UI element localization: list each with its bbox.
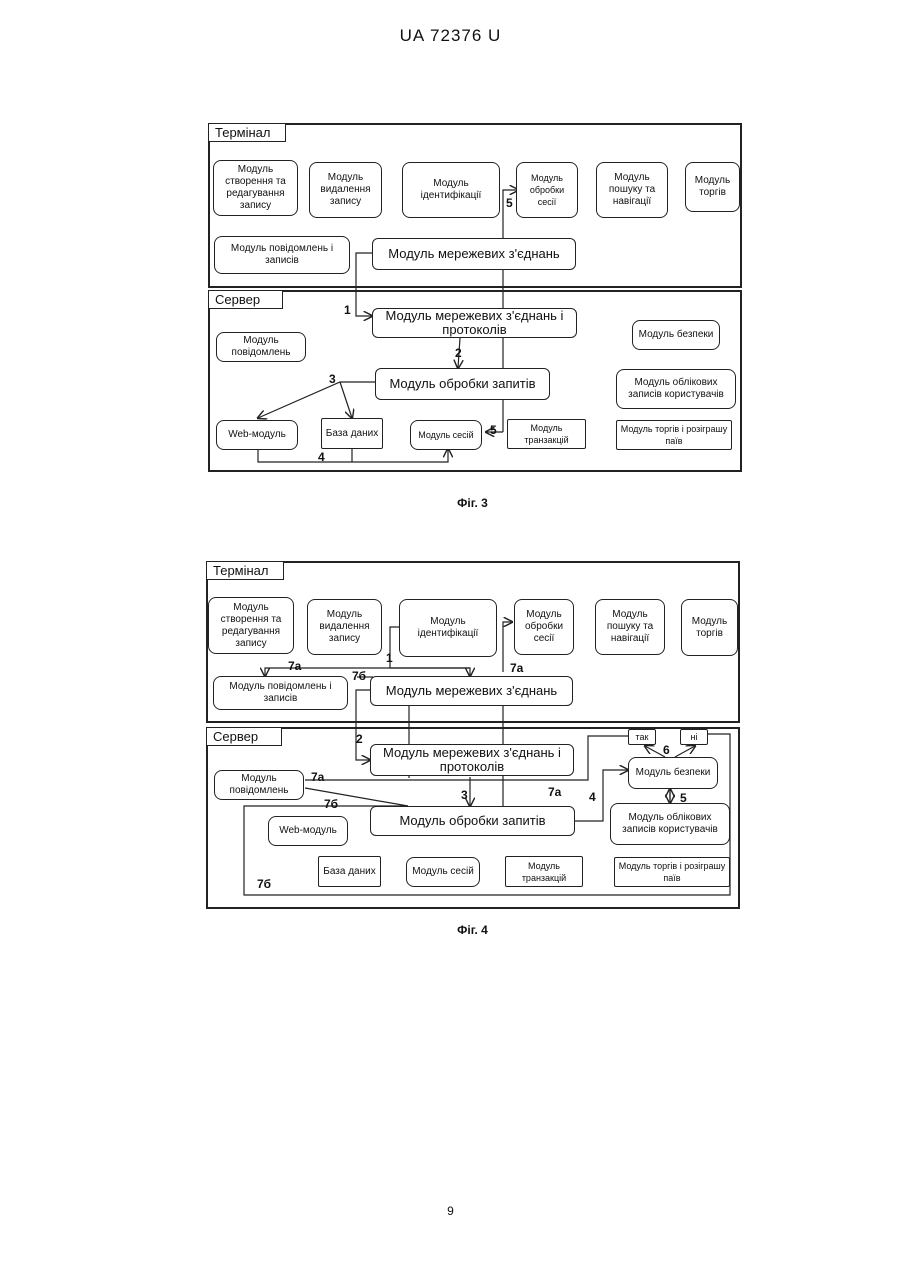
terminal-title: Термінал [208,123,286,142]
search-navigation-module: Модуль пошуку та навігації [595,599,665,655]
terminal-title: Термінал [206,561,284,580]
messages-records-module: Модуль повідомлень і записів [214,236,350,274]
server-title: Сервер [206,727,282,746]
network-protocols-module: Модуль мережевих з'єднань і протоколів [370,744,574,776]
delete-module: Модуль видалення запису [309,162,382,218]
web-module: Web-модуль [216,420,298,450]
security-module: Модуль безпеки [628,757,718,789]
no-box: ні [680,729,708,745]
label-2: 2 [356,732,363,746]
session-processing-module: Модуль обробки сесії [514,599,574,655]
identification-module: Модуль ідентифікації [399,599,497,657]
trades-lottery-module: Модуль торгів і розіграшу паїв [616,420,732,450]
label-3: 3 [329,372,336,386]
transactions-module: Модуль транзакцій [505,856,583,887]
label-1: 1 [344,303,351,317]
trades-module: Модуль торгів [685,162,740,212]
delete-module: Модуль видалення запису [307,599,382,655]
label-5: 5 [680,791,687,805]
search-navigation-module: Модуль пошуку та навігації [596,162,668,218]
user-accounts-module: Модуль облікових записів користувачів [610,803,730,845]
label-7b-bottom: 7б [257,877,271,891]
label-5-top: 5 [506,196,513,210]
label-7a-left: 7а [288,659,301,673]
label-5-bottom: 5 [490,423,497,437]
label-4: 4 [589,790,596,804]
database-module: База даних [321,418,383,449]
label-7a-right: 7а [510,661,523,675]
request-processing-module: Модуль обробки запитів [370,806,575,836]
request-processing-module: Модуль обробки запитів [375,368,550,400]
create-edit-module: Модуль створення та редагування запису [213,160,298,216]
label-6: 6 [663,743,670,757]
yes-box: так [628,729,656,745]
label-7a-server: 7а [311,770,324,784]
label-4: 4 [318,450,325,464]
network-connections-module: Модуль мережевих з'єднань [370,676,573,706]
network-protocols-module: Модуль мережевих з'єднань і протоколів [372,308,577,338]
user-accounts-module: Модуль облікових записів користувачів [616,369,736,409]
sessions-module: Модуль сесій [410,420,482,450]
security-module: Модуль безпеки [632,320,720,350]
figure-4-caption: Фіг. 4 [0,923,901,937]
network-connections-module: Модуль мережевих з'єднань [372,238,576,270]
patent-header: UA 72376 U [0,26,901,46]
transactions-module: Модуль транзакцій [507,419,586,449]
label-7a-mid: 7а [548,785,561,799]
label-3: 3 [461,788,468,802]
database-module: База даних [318,856,381,887]
session-processing-module: Модуль обробки сесії [516,162,578,218]
create-edit-module: Модуль створення та редагування запису [208,597,294,654]
sessions-module: Модуль сесій [406,857,480,887]
figure-3-caption: Фіг. 3 [0,496,901,510]
identification-module: Модуль ідентифікації [402,162,500,218]
label-2: 2 [455,346,462,360]
messages-records-module: Модуль повідомлень і записів [213,676,348,710]
trades-module: Модуль торгів [681,599,738,656]
notification-module: Модуль повідомлень [216,332,306,362]
trades-lottery-module: Модуль торгів і розіграшу паїв [614,857,730,887]
label-7b-top: 7б [352,669,366,683]
label-7b-mid: 7б [324,797,338,811]
web-module: Web-модуль [268,816,348,846]
server-title: Сервер [208,290,283,309]
page-number: 9 [0,1204,901,1218]
label-1: 1 [386,651,393,665]
notification-module: Модуль повідомлень [214,770,304,800]
